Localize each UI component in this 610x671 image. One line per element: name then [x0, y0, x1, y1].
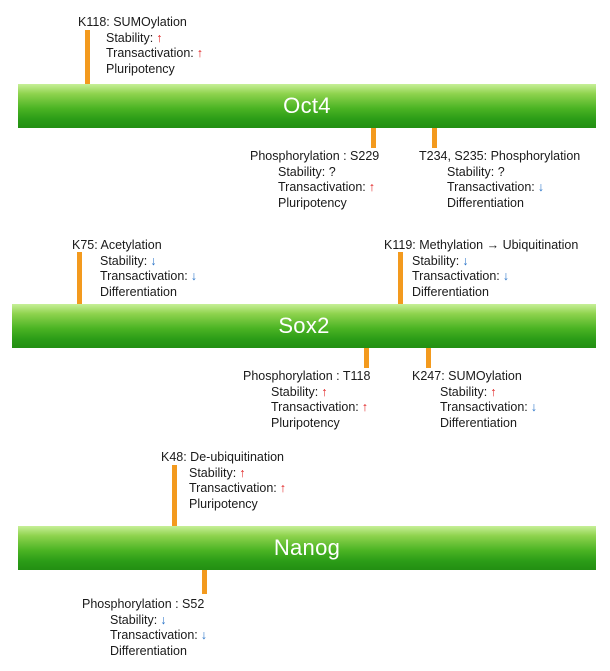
- effect-arrow-icon: ↓: [530, 400, 538, 414]
- stick-nanog-s52: [202, 570, 207, 594]
- protein-label-nanog: Nanog: [273, 535, 341, 560]
- site-oct4-k118: K118: SUMOylation Stability:↑ Transactiv…: [78, 15, 203, 77]
- transactivation-line: Transactivation:↓: [110, 628, 208, 642]
- site-sox2-k75: K75: Acetylation Stability:↓ Transactiva…: [72, 238, 197, 300]
- stick-sox2-k247: [426, 348, 431, 368]
- protein-label-sox2: Sox2: [278, 313, 330, 338]
- stick-oct4-k118: [85, 30, 90, 84]
- protein-label-oct4: Oct4: [283, 93, 331, 118]
- transactivation-line: Transactivation:↓: [447, 180, 545, 194]
- outcome-line: Differentiation: [447, 195, 524, 210]
- effect-arrow-icon: ↓: [150, 253, 157, 268]
- stability-line: Stability: ?: [447, 164, 505, 179]
- site-sox2-k119: K119: Methylation → Ubiquitination Stabi…: [384, 238, 578, 300]
- site-title: T234, S235: Phosphorylation: [419, 149, 581, 163]
- effect-arrow-icon: ↑: [368, 180, 376, 194]
- stick-sox2-t118: [364, 348, 369, 368]
- outcome-line: Differentiation: [110, 643, 187, 658]
- stability-line: Stability:↑: [106, 30, 163, 45]
- transactivation-line: Transactivation:↓: [412, 269, 510, 283]
- site-oct4-t234-s235: T234, S235: Phosphorylation Stability: ?…: [419, 149, 580, 211]
- site-nanog-s52: Phosphorylation : S52 Stability:↓ Transa…: [82, 597, 207, 659]
- site-title: Phosphorylation : T118: [243, 369, 371, 383]
- site-sox2-k247: K247: SUMOylation Stability:↑ Transactiv…: [412, 369, 537, 431]
- stick-sox2-k119: [398, 252, 403, 304]
- effect-arrow-icon: ↑: [196, 46, 204, 60]
- effect-arrow-icon: ↑: [321, 384, 328, 399]
- effect-arrow-icon: ↑: [361, 400, 369, 414]
- stability-line: Stability:↑: [440, 384, 497, 399]
- sox2-bar: Sox2: [12, 304, 596, 348]
- site-title: K48: De-ubiquitination: [161, 450, 284, 464]
- site-sox2-t118: Phosphorylation : T118 Stability:↑ Trans…: [243, 369, 370, 431]
- transactivation-line: Transactivation:↓: [440, 400, 538, 414]
- stability-line: Stability:↓: [412, 253, 469, 268]
- outcome-line: Differentiation: [100, 284, 177, 299]
- outcome-line: Pluripotency: [189, 496, 258, 511]
- effect-arrow-icon: ↓: [190, 269, 198, 283]
- site-title: K75: Acetylation: [72, 238, 162, 252]
- site-title: K118: SUMOylation: [78, 15, 187, 29]
- transactivation-line: Transactivation:↑: [278, 180, 376, 194]
- stability-line: Stability:↑: [271, 384, 328, 399]
- stability-line: Stability:↓: [100, 253, 157, 268]
- effect-arrow-icon: ↓: [462, 253, 469, 268]
- site-title: K247: SUMOylation: [412, 369, 522, 383]
- stick-sox2-k75: [77, 252, 82, 304]
- effect-arrow-icon: ↓: [502, 269, 510, 283]
- effect-arrow-icon: ↓: [160, 612, 167, 627]
- effect-arrow-icon: ↓: [200, 628, 208, 642]
- effect-arrow-icon: ↑: [239, 465, 246, 480]
- outcome-line: Pluripotency: [106, 61, 175, 76]
- stick-oct4-s229: [371, 128, 376, 148]
- outcome-line: Differentiation: [412, 284, 489, 299]
- outcome-line: Pluripotency: [271, 415, 340, 430]
- site-oct4-s229: Phosphorylation : S229 Stability: ? Tran…: [250, 149, 379, 211]
- effect-arrow-icon: ↑: [490, 384, 497, 399]
- transactivation-line: Transactivation:↑: [106, 46, 204, 60]
- site-title: Phosphorylation : S52: [82, 597, 205, 611]
- stick-oct4-t234: [432, 128, 437, 148]
- site-nanog-k48: K48: De-ubiquitination Stability:↑ Trans…: [161, 450, 286, 512]
- effect-arrow-icon: ↓: [537, 180, 545, 194]
- stability-line: Stability: ?: [278, 164, 336, 179]
- outcome-line: Pluripotency: [278, 195, 347, 210]
- outcome-line: Differentiation: [440, 415, 517, 430]
- site-title: K119: Methylation → Ubiquitination: [384, 238, 579, 252]
- oct4-bar: Oct4: [18, 84, 596, 128]
- effect-arrow-icon: ↑: [279, 481, 287, 495]
- stability-line: Stability:↑: [189, 465, 246, 480]
- stability-line: Stability:↓: [110, 612, 167, 627]
- stick-nanog-k48: [172, 465, 177, 526]
- transactivation-line: Transactivation:↑: [271, 400, 369, 414]
- effect-arrow-icon: ↑: [156, 30, 163, 45]
- transactivation-line: Transactivation:↓: [100, 269, 198, 283]
- transactivation-line: Transactivation:↑: [189, 481, 287, 495]
- nanog-bar: Nanog: [18, 526, 596, 570]
- site-title: Phosphorylation : S229: [250, 149, 380, 163]
